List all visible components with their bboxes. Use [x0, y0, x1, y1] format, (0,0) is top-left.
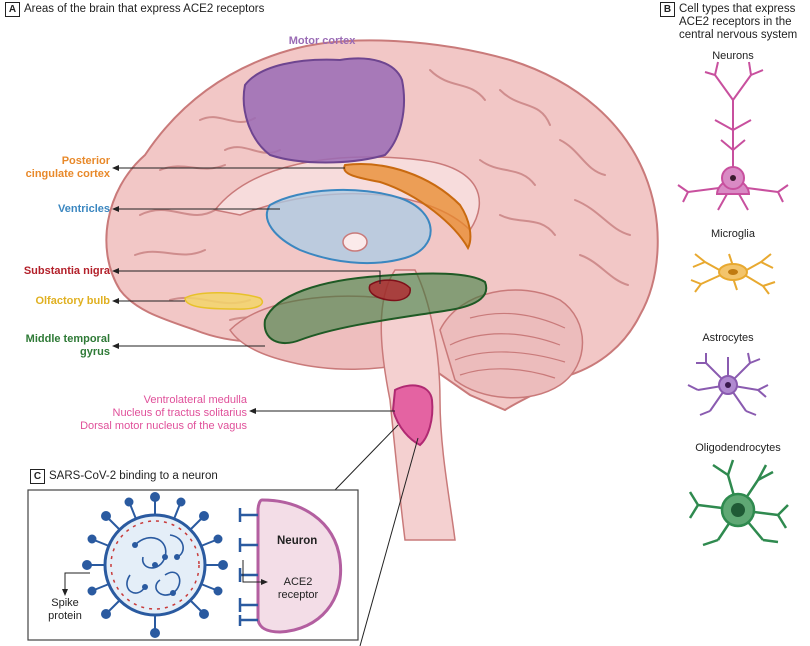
- panel-a-letter: A: [5, 2, 20, 17]
- astrocyte-cell-icon: [687, 352, 769, 416]
- panel-a-title: Areas of the brain that express ACE2 rec…: [24, 3, 265, 15]
- substantia-nigra-label: Substantia nigra: [23, 265, 110, 277]
- panel-c-title: SARS-CoV-2 binding to a neuron: [49, 470, 218, 482]
- olfactory-bulb-region: [184, 291, 264, 310]
- arrowheads: [112, 165, 256, 414]
- neuron-cell-icon: [677, 61, 789, 211]
- spike-protein-label: Spike protein: [48, 597, 82, 622]
- neurons-label: Neurons: [712, 50, 754, 62]
- posterior-cingulate-label: Posterior cingulate cortex: [25, 155, 110, 180]
- ventricles-region: [265, 188, 432, 265]
- cerebellum: [439, 289, 584, 399]
- middle-temporal-region: [263, 272, 488, 345]
- microglia-label: Microglia: [710, 228, 755, 240]
- ace2-receptors: [238, 508, 258, 626]
- motor-cortex-label: Motor cortex: [288, 35, 356, 47]
- oligodendrocytes-label: Oligodendrocytes: [695, 442, 781, 454]
- ace2-receptor-label: ACE2 receptor: [277, 576, 319, 601]
- brain-folds: [134, 69, 631, 322]
- medulla-label: Ventrolateral medulla Nucleus of tractus…: [80, 394, 247, 432]
- microglia-cell-icon: [690, 253, 776, 295]
- neuron-label: Neuron: [277, 535, 318, 547]
- ventricles-label: Ventricles: [58, 203, 110, 215]
- panel-b-title: Cell types that express ACE2 receptors i…: [679, 3, 798, 41]
- panel-b-letter: B: [660, 2, 675, 17]
- middle-temporal-label: Middle temporal gyrus: [25, 333, 110, 358]
- virus-icon: [82, 492, 228, 638]
- leader-lines: [118, 167, 395, 412]
- zoom-lines: [334, 424, 419, 646]
- posterior-cingulate-region: [343, 163, 472, 251]
- neuron-membrane: [256, 498, 343, 634]
- panel-c-letter: C: [30, 469, 45, 484]
- motor-cortex-region: [242, 57, 405, 164]
- medulla-region: [391, 384, 434, 447]
- olfactory-bulb-label: Olfactory bulb: [35, 295, 110, 307]
- astrocytes-label: Astrocytes: [702, 332, 754, 344]
- substantia-nigra-region: [368, 279, 411, 302]
- oligodendrocyte-cell-icon: [688, 459, 789, 547]
